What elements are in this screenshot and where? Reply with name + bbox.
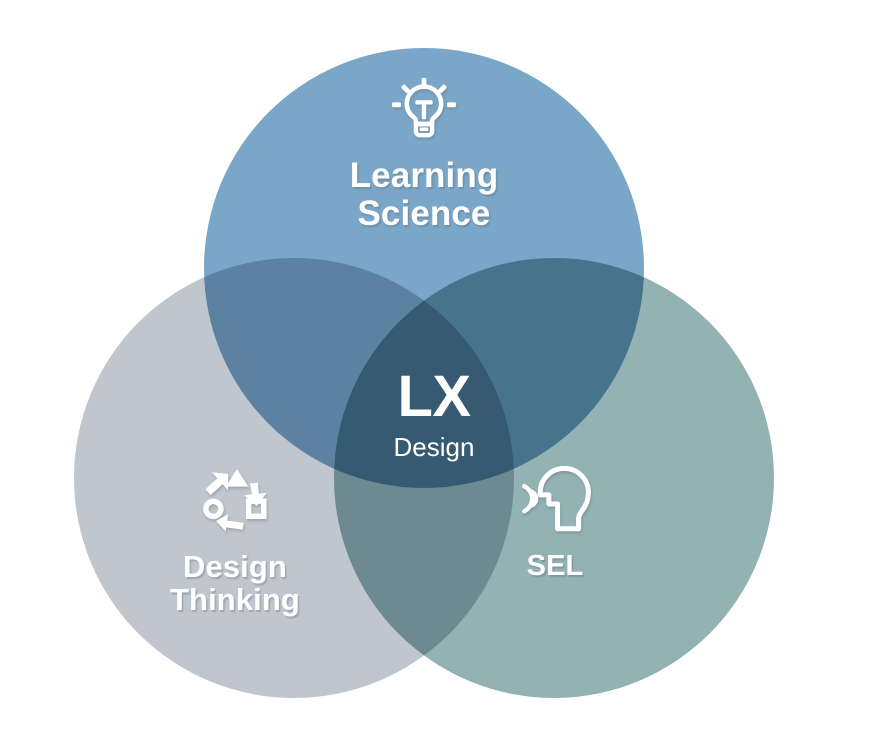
head-profile-speaking-icon bbox=[519, 465, 591, 537]
venn-lobe-design-thinking: Design Thinking bbox=[105, 466, 365, 617]
venn-center-secondary-label: Design bbox=[393, 432, 475, 462]
venn-center-primary-label: LX bbox=[397, 364, 471, 429]
venn-lobe-sel: SEL bbox=[455, 465, 655, 582]
venn-lobe-label-design-thinking: Design Thinking bbox=[170, 549, 300, 618]
lightbulb-icon bbox=[392, 78, 456, 145]
venn-circle-sel bbox=[334, 258, 774, 698]
venn-center-label: LX Design bbox=[339, 364, 529, 462]
venn-lobe-label-learning-science: Learning Science bbox=[349, 156, 499, 233]
design-cycle-icon bbox=[198, 466, 272, 537]
venn-lobe-label-sel: SEL bbox=[526, 550, 584, 582]
venn-lobe-learning-science: Learning Science bbox=[294, 78, 554, 233]
